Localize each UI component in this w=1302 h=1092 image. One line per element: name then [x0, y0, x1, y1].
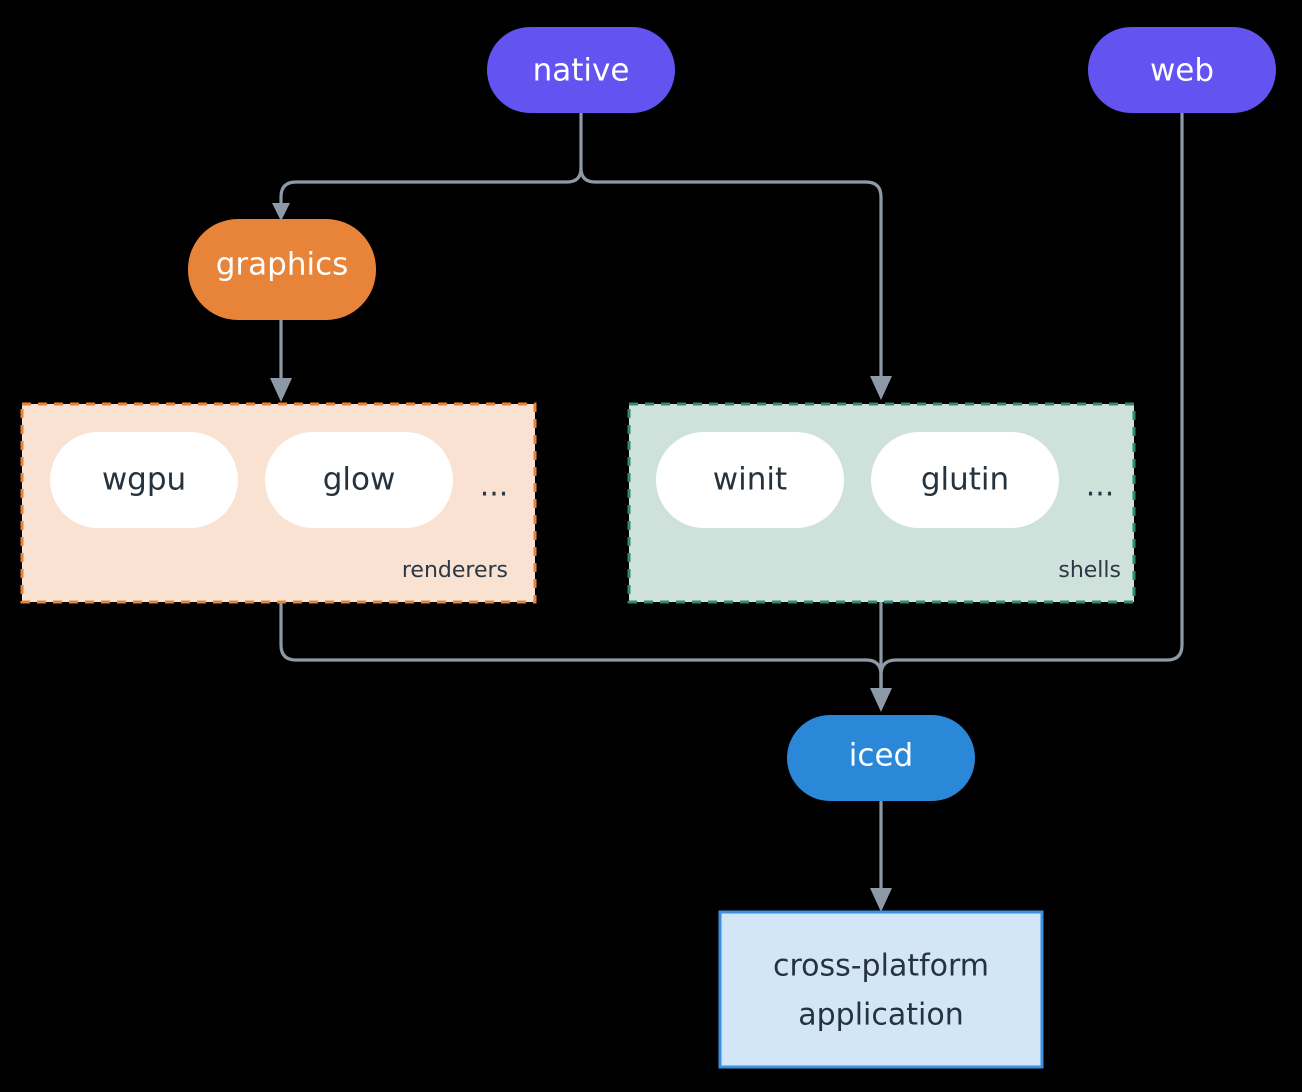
winit-label: winit — [713, 462, 787, 498]
edge-renderers-to-iced — [279, 600, 883, 692]
arrowhead-graphics-to-renderers — [270, 378, 292, 402]
group-shells: winit glutin ... shells — [627, 402, 1136, 604]
renderers-item-wgpu[interactable]: wgpu — [50, 432, 238, 528]
arrowhead-iced-to-application — [870, 888, 892, 912]
arrowhead-native-to-shells — [870, 376, 892, 400]
wgpu-label: wgpu — [102, 462, 186, 498]
iced-pill[interactable] — [787, 715, 975, 801]
application-box[interactable] — [718, 910, 1044, 1069]
node-web[interactable]: web — [1088, 27, 1276, 113]
edge-layer — [270, 111, 1184, 912]
shells-item-winit[interactable]: winit — [656, 432, 844, 528]
graphics-label: graphics — [216, 247, 349, 283]
arrowhead-merge-to-iced — [870, 688, 892, 712]
application-label-line2: application — [798, 998, 963, 1033]
node-application[interactable]: cross-platform application — [718, 910, 1044, 1069]
web-pill[interactable] — [1088, 27, 1276, 113]
wgpu-pill[interactable] — [50, 432, 238, 528]
glow-label: glow — [323, 462, 396, 498]
shells-caption: shells — [1058, 558, 1121, 583]
arrowhead-native-to-graphics — [272, 203, 290, 221]
glow-pill[interactable] — [265, 432, 453, 528]
iced-label: iced — [849, 738, 913, 774]
node-graphics[interactable]: graphics — [188, 219, 376, 320]
shells-item-glutin[interactable]: glutin — [871, 432, 1059, 528]
shells-ellipsis: ... — [1086, 469, 1115, 504]
graphics-pill[interactable] — [188, 219, 376, 320]
group-renderers: wgpu glow ... renderers — [20, 402, 537, 604]
renderers-item-glow[interactable]: glow — [265, 432, 453, 528]
edge-native-to-graphics-line — [279, 166, 583, 209]
native-pill[interactable] — [487, 27, 675, 113]
renderers-caption: renderers — [402, 558, 508, 583]
winit-pill[interactable] — [656, 432, 844, 528]
web-label: web — [1150, 53, 1214, 89]
glutin-pill[interactable] — [871, 432, 1059, 528]
node-native[interactable]: native — [487, 27, 675, 113]
glutin-label: glutin — [921, 462, 1009, 498]
edge-native-split — [579, 111, 883, 382]
node-iced[interactable]: iced — [787, 715, 975, 801]
application-label-line1: cross-platform — [773, 949, 989, 984]
renderers-ellipsis: ... — [480, 469, 509, 504]
native-label: native — [533, 53, 630, 89]
